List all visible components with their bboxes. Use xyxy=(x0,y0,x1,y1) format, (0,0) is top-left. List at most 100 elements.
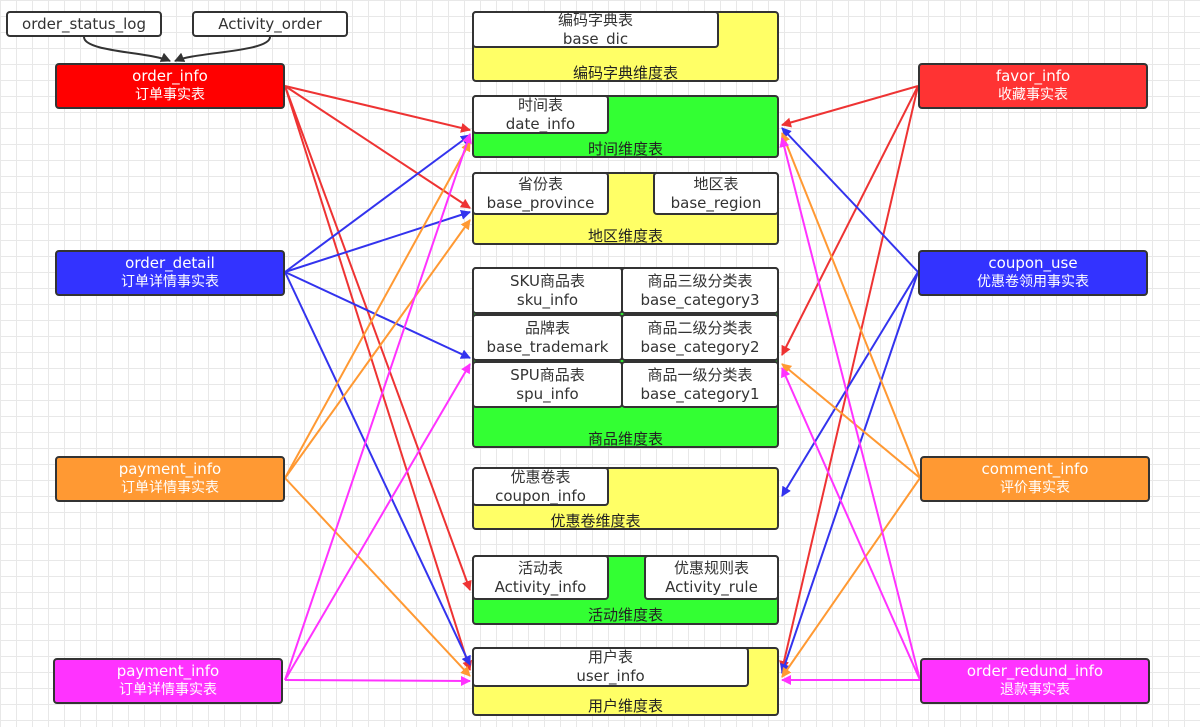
fact-name: order_redund_info xyxy=(966,662,1104,680)
arrow-order-info-to-date xyxy=(284,85,471,133)
fact-label: 收藏事实表 xyxy=(998,87,1068,103)
arrow-payment2-to-date xyxy=(284,133,472,681)
table-zh-name: 商品一级分类表 xyxy=(647,365,753,384)
table-base-trademark[interactable]: 品牌表 base_trademark xyxy=(472,314,623,361)
fact-order-info[interactable]: order_info 订单事实表 xyxy=(55,63,285,109)
table-zh-name: 地区表 xyxy=(693,174,739,193)
table-zh-name: 时间表 xyxy=(517,95,563,114)
table-en-name: base_province xyxy=(486,193,595,212)
table-base-dic[interactable]: 编码字典表 base_dic xyxy=(472,11,719,48)
table-base-region[interactable]: 地区表 base_region xyxy=(653,172,779,215)
fact-label: 订单事实表 xyxy=(135,87,205,103)
arrow-comment-to-user xyxy=(781,477,921,678)
table-zh-name: 优惠规则表 xyxy=(673,558,749,577)
arrow-status-log-to-order-info xyxy=(83,36,171,62)
table-zh-name: 省份表 xyxy=(517,174,563,193)
fact-label: 退款事实表 xyxy=(1000,682,1070,698)
arrow-order-detail-to-goods xyxy=(284,271,471,359)
table-en-name: base_category2 xyxy=(640,337,760,356)
arrow-refund-to-goods xyxy=(781,367,921,681)
arrow-favor-to-goods xyxy=(781,85,919,356)
arrow-payment1-to-region xyxy=(284,219,471,479)
fact-favor-info[interactable]: favor_info 收藏事实表 xyxy=(918,63,1148,109)
table-en-name: base_dic xyxy=(562,29,629,48)
arrow-order-info-to-user xyxy=(284,85,473,671)
arrow-comment-to-goods xyxy=(781,363,921,479)
fact-name: comment_info xyxy=(981,460,1089,478)
fact-comment-info[interactable]: comment_info 评价事实表 xyxy=(920,456,1150,502)
table-base-province[interactable]: 省份表 base_province xyxy=(472,172,609,215)
table-en-name: sku_info xyxy=(516,290,579,309)
arrow-activity-order-to-order-info xyxy=(174,36,271,62)
table-en-name: base_category1 xyxy=(640,384,760,403)
table-en-name: Activity_rule xyxy=(665,577,758,596)
fact-name: payment_info xyxy=(116,662,220,680)
table-zh-name: 优惠卷表 xyxy=(510,467,571,486)
table-activity-rule[interactable]: 优惠规则表 Activity_rule xyxy=(644,555,779,600)
table-zh-name: 品牌表 xyxy=(524,318,570,337)
table-en-name: coupon_info xyxy=(495,486,586,505)
fact-name: payment_info xyxy=(118,460,222,478)
fact-payment-info-orange[interactable]: payment_info 订单详情事实表 xyxy=(55,456,285,502)
table-en-name: date_info xyxy=(505,114,576,133)
fact-payment-info-magenta[interactable]: payment_info 订单详情事实表 xyxy=(53,658,283,704)
table-user-info[interactable]: 用户表 user_info xyxy=(472,647,749,687)
fact-label: 评价事实表 xyxy=(1000,480,1070,496)
table-activity-info[interactable]: 活动表 Activity_info xyxy=(472,555,609,600)
table-zh-name: 编码字典表 xyxy=(557,10,633,29)
table-en-name: base_region xyxy=(670,193,762,212)
table-en-name: spu_info xyxy=(516,384,579,403)
fact-label: 订单详情事实表 xyxy=(121,480,219,496)
dim-label: 编码字典维度表 xyxy=(572,64,678,82)
table-zh-name: 用户表 xyxy=(587,648,633,666)
table-zh-name: SKU商品表 xyxy=(510,271,585,290)
arrow-refund-to-date xyxy=(779,137,921,681)
arrow-favor-to-date xyxy=(781,85,919,128)
arrow-coupon-use-to-date xyxy=(781,127,919,273)
table-zh-name: SPU商品表 xyxy=(510,365,585,384)
fact-name: favor_info xyxy=(995,67,1071,85)
fact-name: order_detail xyxy=(125,254,215,272)
table-base-category3[interactable]: 商品三级分类表 base_category3 xyxy=(621,267,779,314)
table-sku-info[interactable]: SKU商品表 sku_info xyxy=(472,267,623,314)
table-coupon-info[interactable]: 优惠卷表 coupon_info xyxy=(472,467,609,506)
source-order-status-log[interactable]: order_status_log xyxy=(6,11,162,37)
table-en-name: base_category3 xyxy=(640,290,760,309)
dim-label: 时间维度表 xyxy=(587,140,663,158)
table-en-name: user_info xyxy=(576,667,645,685)
table-en-name: Activity_info xyxy=(494,577,587,596)
table-zh-name: 商品三级分类表 xyxy=(647,271,753,290)
dim-label: 商品维度表 xyxy=(587,430,663,448)
fact-label: 订单详情事实表 xyxy=(121,274,219,290)
arrow-order-detail-to-date xyxy=(284,134,471,273)
fact-order-detail[interactable]: order_detail 订单详情事实表 xyxy=(55,250,285,296)
fact-label: 订单详情事实表 xyxy=(119,682,217,698)
fact-name: order_info xyxy=(132,67,208,85)
arrow-payment1-to-date xyxy=(284,141,471,479)
arrow-favor-to-user xyxy=(779,85,919,671)
arrow-payment1-to-user xyxy=(284,477,471,677)
arrow-order-detail-to-user xyxy=(284,271,471,666)
table-zh-name: 商品二级分类表 xyxy=(647,318,753,337)
fact-order-redund-info[interactable]: order_redund_info 退款事实表 xyxy=(920,658,1150,704)
dim-label: 地区维度表 xyxy=(587,227,663,245)
arrow-order-info-to-region xyxy=(284,85,471,209)
table-en-name: base_trademark xyxy=(486,337,609,356)
table-date-info[interactable]: 时间表 date_info xyxy=(472,95,609,134)
table-base-category1[interactable]: 商品一级分类表 base_category1 xyxy=(621,361,779,408)
table-zh-name: 活动表 xyxy=(517,558,563,577)
arrow-payment2-to-user xyxy=(284,675,471,686)
fact-label: 优惠卷领用事实表 xyxy=(977,274,1089,290)
table-spu-info[interactable]: SPU商品表 spu_info xyxy=(472,361,623,408)
arrow-comment-to-date xyxy=(780,132,921,479)
fact-name: coupon_use xyxy=(988,254,1078,272)
dim-label: 优惠卷维度表 xyxy=(550,512,641,530)
arrow-order-detail-to-region xyxy=(284,210,471,273)
dim-label: 用户维度表 xyxy=(587,697,663,715)
fact-coupon-use[interactable]: coupon_use 优惠卷领用事实表 xyxy=(918,250,1148,296)
table-base-category2[interactable]: 商品二级分类表 base_category2 xyxy=(621,314,779,361)
source-activity-order[interactable]: Activity_order xyxy=(192,11,348,37)
arrow-coupon-use-to-coupon xyxy=(781,271,919,497)
dim-label: 活动维度表 xyxy=(587,606,663,624)
